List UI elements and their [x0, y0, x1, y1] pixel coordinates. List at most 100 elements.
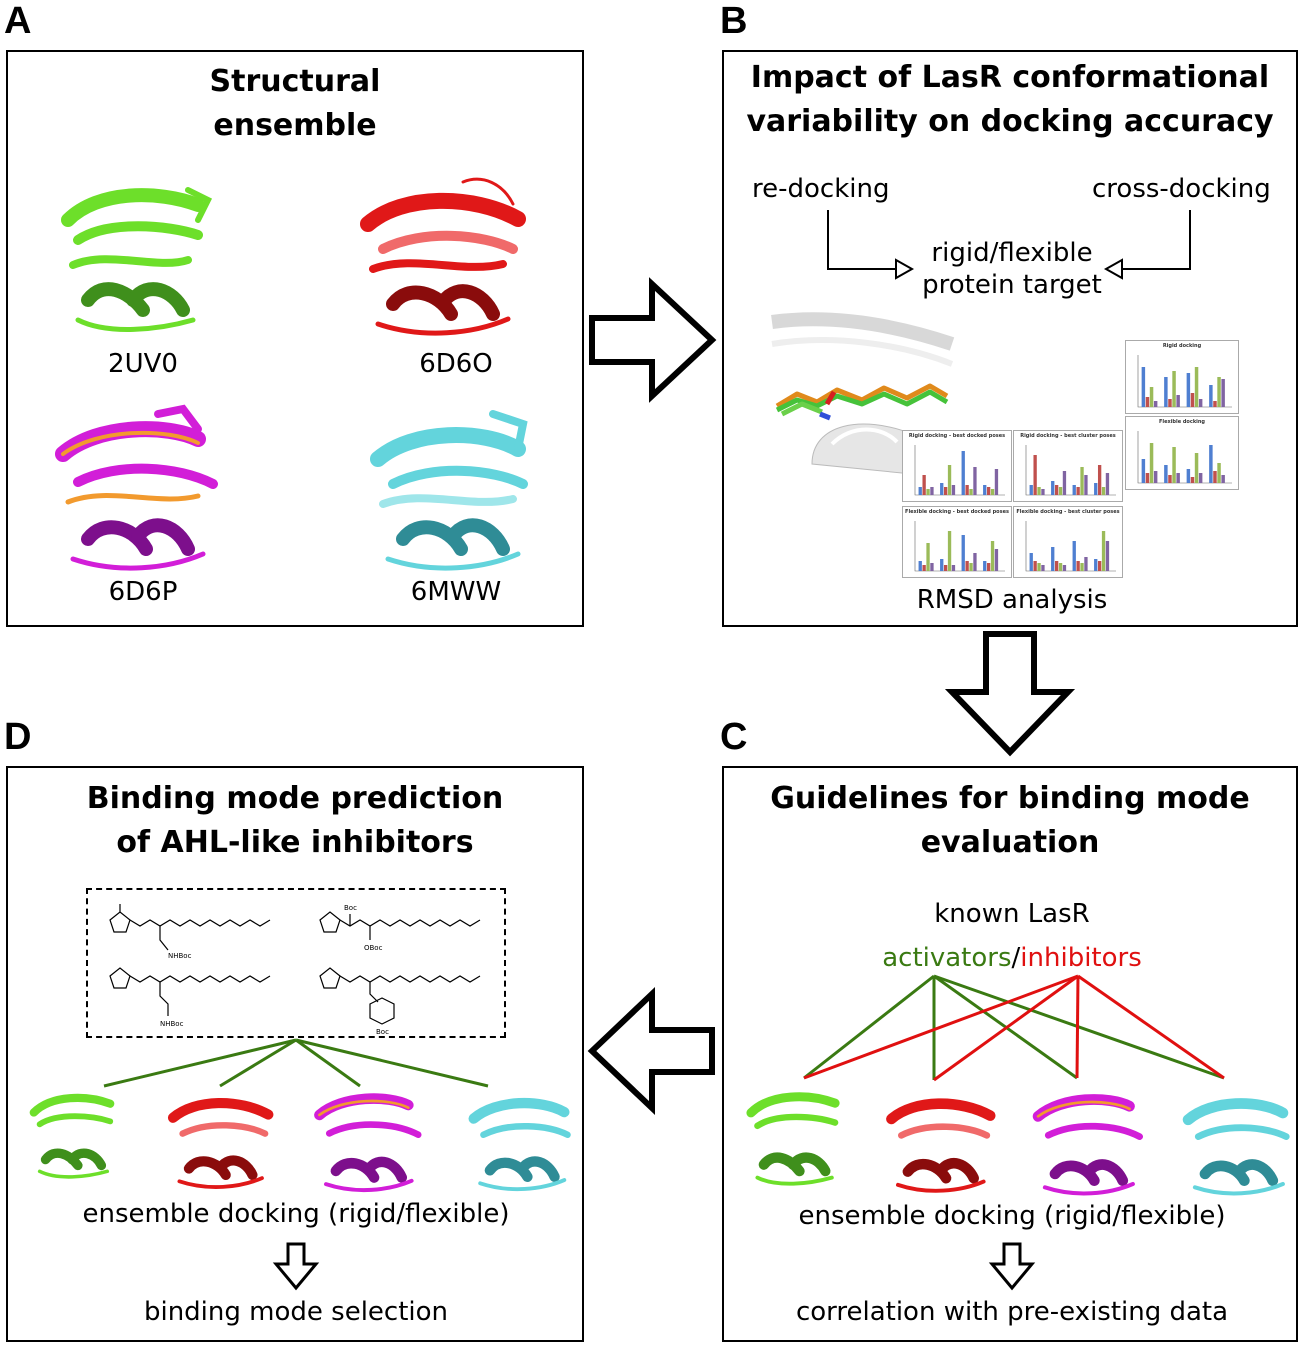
panel-b-title-line2: variability on docking accuracy	[746, 104, 1274, 139]
crossdocking-label: cross-docking	[1092, 174, 1271, 204]
mol2-label-oboc: OBoc	[364, 944, 383, 952]
mini-chart-bar	[1076, 487, 1080, 495]
inhibitor-receptor-connections	[103, 1038, 489, 1088]
target-label-line1: rigid/flexible	[931, 238, 1093, 268]
small-arrow-down-icon	[988, 1242, 1036, 1291]
mini-chart-flexible-docking: Flexible docking	[1125, 416, 1239, 490]
panel-label-b: B	[720, 0, 748, 42]
mini-chart-rigid-best-docked: Rigid docking - best docked poses	[902, 430, 1012, 502]
mini-chart-bar	[1033, 455, 1037, 495]
mini-chart-bar	[1145, 473, 1150, 483]
target-label-line2: protein target	[922, 270, 1102, 300]
mini-chart-bar	[1051, 547, 1055, 571]
mini-chart-flexible-best-docked: Flexible docking - best docked poses	[902, 506, 1012, 578]
arrow-right-icon	[589, 277, 717, 403]
mini-chart-bar	[965, 561, 969, 571]
mini-chart-bar	[1141, 459, 1146, 483]
protein-6d6o-icon	[360, 177, 526, 336]
mini-chart-rigid-docking: Rigid docking	[1125, 340, 1239, 414]
mini-chart-bar	[1209, 445, 1213, 483]
mini-chart-bar	[930, 487, 934, 495]
mini-chart-bar	[1164, 377, 1168, 407]
panel-a-title-line2: ensemble	[213, 108, 377, 143]
panel-label-a: A	[4, 0, 32, 42]
mini-chart-bar	[961, 535, 965, 571]
inhibitors-label: inhibitors	[1020, 943, 1142, 973]
mini-chart-bar	[1084, 475, 1088, 495]
mini-chart-bar	[1176, 473, 1180, 483]
mini-chart-bar	[918, 487, 922, 495]
mini-chart-bar	[943, 487, 948, 495]
protein-6d6o-small-icon-d	[167, 1097, 274, 1189]
arrow-left-icon	[587, 987, 715, 1115]
mini-chart-bar	[1101, 531, 1106, 571]
mini-chart-bar	[922, 565, 926, 571]
panel-label-c: C	[720, 716, 748, 758]
mini-chart-bar	[1164, 465, 1168, 483]
mini-chart-bar	[1176, 395, 1180, 407]
protein-6d6o-small-icon	[886, 1098, 996, 1193]
protein-6d6p-small-icon-d	[314, 1093, 422, 1193]
mini-chart-bar	[1101, 487, 1106, 495]
panel-c-title-line1: Guidelines for binding mode	[770, 781, 1250, 816]
mini-chart-bar	[1213, 471, 1217, 483]
mol2-label-boc: Boc	[344, 904, 357, 912]
mini-chart-bar	[1054, 485, 1059, 495]
panel-a-title-line1: Structural	[209, 64, 381, 99]
mini-chart-bar	[983, 561, 987, 571]
mini-chart-bar	[994, 549, 999, 571]
protein-6mww-small-icon-d	[468, 1097, 571, 1192]
mini-chart-bar	[1198, 473, 1203, 483]
mini-chart-bar	[1029, 485, 1033, 495]
mini-chart-bar	[1037, 563, 1041, 571]
ligand-receptor-connections	[803, 974, 1225, 1082]
mini-chart-bar	[1194, 453, 1199, 483]
protein-6mww-small-icon	[1182, 1098, 1290, 1196]
protein-2uv0-small-icon	[746, 1092, 840, 1186]
mini-chart-bar	[1097, 465, 1102, 495]
mini-chart-bar	[1094, 483, 1098, 495]
mini-chart-bar	[990, 541, 995, 571]
mini-chart-bar	[1054, 561, 1059, 571]
protein-6d6p-icon	[55, 404, 218, 571]
mol1-label-nhboc: NHBoc	[168, 952, 192, 960]
mini-chart-bar	[973, 467, 977, 495]
protein-6d6p-small-icon	[1032, 1094, 1143, 1196]
mini-chart-bar	[1149, 387, 1154, 407]
mini-chart-bar	[1097, 561, 1102, 571]
mini-chart-bar	[930, 563, 934, 571]
panel-c-ensemble-docking: ensemble docking (rigid/flexible)	[798, 1201, 1226, 1231]
mini-chart-bar	[1198, 399, 1203, 407]
mol3-label-nhboc: NHBoc	[160, 1020, 184, 1028]
panel-b-title-line1: Impact of LasR conformational	[750, 60, 1270, 95]
mini-chart-bar	[965, 485, 969, 495]
mini-chart-bar	[1058, 563, 1063, 571]
structure-label-6mww: 6MWW	[410, 577, 502, 607]
mini-chart-bar	[940, 559, 944, 571]
mini-chart-bar	[1172, 447, 1176, 483]
protein-2uv0-icon	[61, 187, 213, 332]
mini-chart-axis	[914, 445, 1005, 496]
mini-chart-bar	[1209, 385, 1213, 407]
mini-chart-bar	[1041, 565, 1045, 571]
mini-chart-bar	[1051, 481, 1055, 495]
mini-chart-bar	[1221, 379, 1225, 407]
mini-chart-flexible-best-cluster: Flexible docking - best cluster poses	[1013, 506, 1123, 578]
panel-d-title-line1: Binding mode prediction	[86, 781, 504, 816]
mini-chart-bar	[990, 489, 995, 495]
mini-chart-bar	[1168, 399, 1172, 407]
mini-chart-bar	[1153, 401, 1158, 407]
mini-chart-bar	[947, 465, 952, 495]
mini-chart-bar	[973, 553, 977, 571]
activators-inhibitors-label: activators/inhibitors	[812, 942, 1212, 974]
mini-chart-bar	[1029, 553, 1033, 571]
mini-chart-bar	[1190, 477, 1195, 483]
redocking-label: re-docking	[752, 174, 890, 204]
mini-chart-bar	[1105, 541, 1110, 571]
mini-chart-bar	[1080, 467, 1084, 495]
mini-chart-bar	[1217, 377, 1221, 407]
mini-chart-bar	[951, 565, 956, 571]
panel-c-guidelines: Guidelines for binding mode evaluation k…	[722, 766, 1298, 1342]
panel-label-d: D	[4, 716, 32, 758]
mini-chart-bar	[994, 469, 999, 495]
